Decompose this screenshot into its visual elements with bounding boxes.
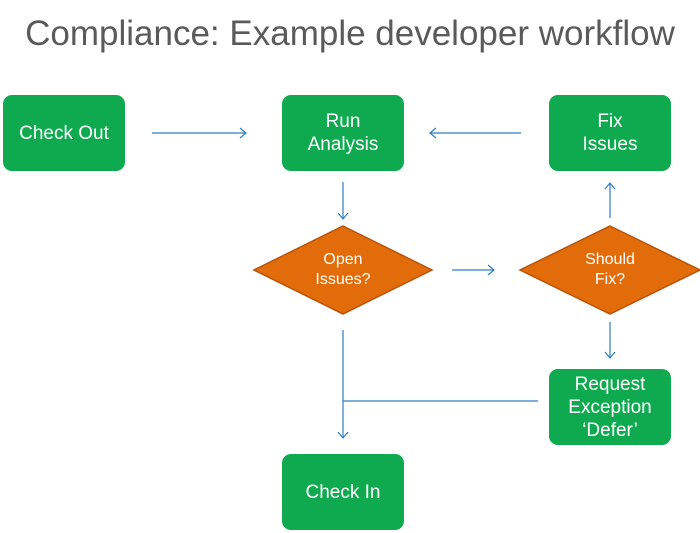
process-request-exception: Request Exception ‘Defer’ (549, 369, 671, 445)
decision-should-fix-label: Should Fix? (585, 251, 635, 288)
slide-title: Compliance: Example developer workflow (25, 14, 675, 53)
arrowhead-open-to-should (487, 264, 495, 276)
arrowhead-fix-to-run (429, 127, 437, 139)
process-fix-issues: Fix Issues (549, 95, 671, 171)
process-run-analysis: Run Analysis (282, 95, 404, 171)
process-request-exception-label: Request Exception ‘Defer’ (568, 373, 652, 441)
decision-open-issues-label: Open Issues? (315, 251, 371, 288)
decision-should-fix (518, 225, 700, 315)
process-run-analysis-label: Run Analysis (307, 111, 379, 155)
arrowhead-run-to-open (337, 212, 349, 220)
arrowhead-should-to-fix (604, 182, 616, 190)
arrowhead-checkout-to-run (239, 127, 247, 139)
process-check-in: Check In (282, 454, 404, 530)
process-check-out: Check Out (3, 95, 125, 171)
decision-open-issues (252, 225, 434, 315)
process-check-out-label: Check Out (19, 122, 109, 144)
arrowhead-open-to-checkin (337, 431, 349, 439)
arrowhead-should-to-request (604, 351, 616, 359)
process-fix-issues-label: Fix Issues (582, 111, 638, 155)
process-check-in-label: Check In (305, 481, 381, 503)
